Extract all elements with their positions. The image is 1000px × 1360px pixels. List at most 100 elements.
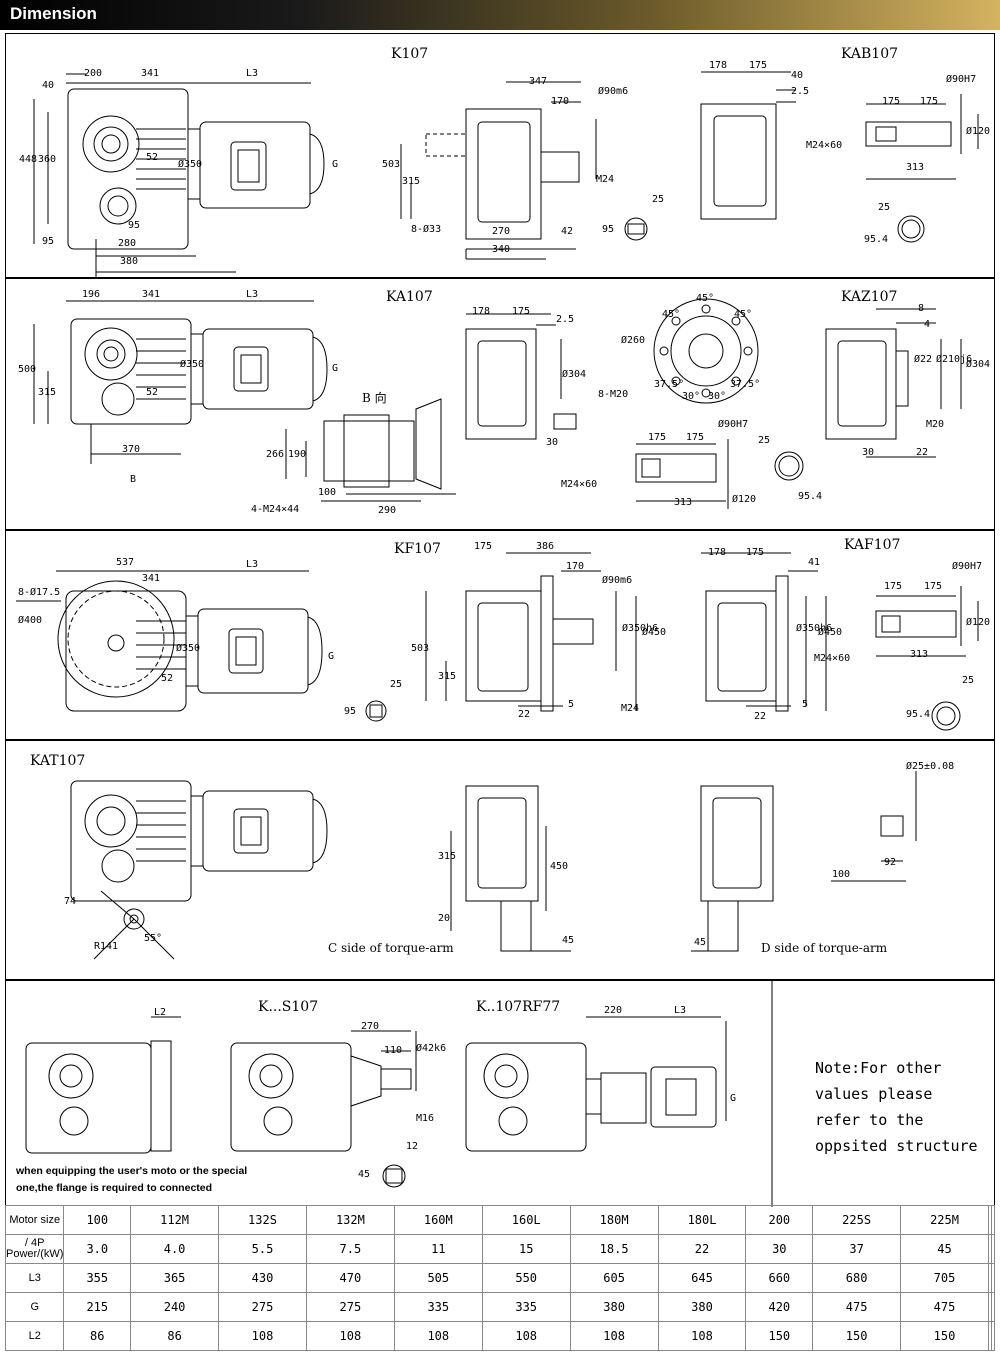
dim: 270	[361, 1021, 380, 1032]
d-side-label: D side of torque-arm	[761, 941, 888, 955]
dim: 40	[42, 80, 55, 91]
dim: 45°	[734, 309, 753, 320]
dim: 175	[474, 541, 493, 552]
dim: 341	[142, 573, 161, 584]
dim: 175	[746, 547, 765, 558]
spec-cell: 180M	[569, 1205, 659, 1235]
dim: 37.5°	[730, 379, 761, 390]
spec-cell	[990, 1234, 996, 1264]
spec-cell: 150	[900, 1321, 989, 1351]
spec-cell: 475	[812, 1292, 902, 1322]
dim: Ø25±0.08	[906, 761, 955, 772]
dim: 12	[406, 1141, 419, 1152]
dim: Ø260	[621, 335, 646, 346]
spec-cell: 365	[130, 1263, 220, 1293]
spec-cell: 22	[657, 1234, 747, 1264]
page-title: Dimension	[10, 4, 97, 23]
dim: 42	[561, 226, 574, 237]
dim: Ø90m6	[602, 575, 633, 586]
dim: M24×60	[806, 140, 843, 151]
spec-cell: 4.0	[130, 1234, 220, 1264]
dim: 30	[862, 447, 875, 458]
dim: 220	[604, 1005, 623, 1016]
dim: 175	[512, 306, 531, 317]
spec-cell: 605	[569, 1263, 659, 1293]
dim: Ø90H7	[952, 561, 983, 572]
dim: Ø350	[180, 359, 205, 370]
spec-cell: 5.5	[218, 1234, 307, 1264]
dim: 45°	[696, 293, 715, 304]
dim: 95	[128, 220, 141, 231]
dim: 30°	[708, 391, 727, 402]
spec-cell: 355	[63, 1263, 132, 1293]
spec-cell: 108	[481, 1321, 571, 1351]
spec-cell: 225S	[812, 1205, 902, 1235]
spec-row-header: / 4P Power/(kW)	[4, 1234, 65, 1264]
dim: 178	[472, 306, 491, 317]
dim: 45	[358, 1169, 371, 1180]
dim: L3	[246, 559, 259, 570]
dim: 95.4	[864, 234, 889, 245]
dim: 52	[146, 152, 159, 163]
spec-row-header: G	[4, 1292, 65, 1322]
dim: Ø304	[562, 369, 587, 380]
dim: Ø120	[966, 617, 991, 628]
dim: 22	[518, 709, 531, 720]
dim: M24	[596, 174, 615, 185]
spec-cell: 380	[657, 1292, 747, 1322]
view-label-ks107: K...S107	[258, 999, 319, 1015]
ka107-drawing	[33, 298, 962, 509]
panel-kf107: KF107 KAF107 537 341 L3 8-Ø17.5 Ø400 52 …	[5, 530, 995, 740]
spec-cell: 660	[745, 1263, 814, 1293]
dim: 280	[118, 238, 137, 249]
dim: 45°	[662, 309, 681, 320]
spec-cell: 86	[130, 1321, 220, 1351]
dim: G	[332, 159, 339, 170]
dim: 175	[924, 581, 943, 592]
dim: Ø350	[176, 643, 201, 654]
panel-k107: K107 KAB107 40 200 341 L3 448 360 52 Ø35…	[5, 33, 995, 279]
spec-cell: 108	[218, 1321, 307, 1351]
spec-cell: 3.0	[63, 1234, 132, 1264]
dim: 22	[916, 447, 929, 458]
view-label-kaz107: KAZ107	[841, 289, 898, 305]
dim: 5	[568, 699, 575, 710]
dim: 347	[529, 76, 548, 87]
dim: 95	[42, 236, 55, 247]
spec-cell: 150	[812, 1321, 902, 1351]
spec-cell: 470	[305, 1263, 395, 1293]
panel-ks107: K...S107 K..107RF77 L2 270 110 Ø42k6 M16…	[5, 980, 995, 1207]
spec-cell: 108	[305, 1321, 395, 1351]
dim: L3	[246, 68, 259, 79]
dim: 503	[382, 159, 401, 170]
spec-cell	[990, 1205, 996, 1235]
dim: 2.5	[556, 314, 575, 325]
dim: 315	[38, 387, 57, 398]
spec-cell	[990, 1321, 996, 1351]
spec-cell: 30	[745, 1234, 814, 1264]
header-bar: Dimension	[0, 0, 1000, 30]
dim: Ø450	[642, 627, 667, 638]
spec-cell: 680	[812, 1263, 902, 1293]
dim: 25	[758, 435, 771, 446]
dim: Ø90m6	[598, 86, 629, 97]
dim: 95.4	[906, 709, 931, 720]
dim: 30	[546, 437, 559, 448]
dim: 313	[674, 497, 693, 508]
view-label-krf: K..107RF77	[476, 999, 561, 1015]
spec-cell: 275	[305, 1292, 395, 1322]
dim: Ø42k6	[416, 1043, 447, 1054]
dim: L2	[154, 1007, 167, 1018]
dim: M16	[416, 1113, 435, 1124]
dim: 178	[709, 60, 728, 71]
spec-cell: 505	[393, 1263, 483, 1293]
dim: 200	[84, 68, 103, 79]
dim: Ø120	[732, 494, 757, 505]
panel-ka107: KA107 KAZ107 B 向 196 341 L3 500 315 52 Ø…	[5, 278, 995, 530]
